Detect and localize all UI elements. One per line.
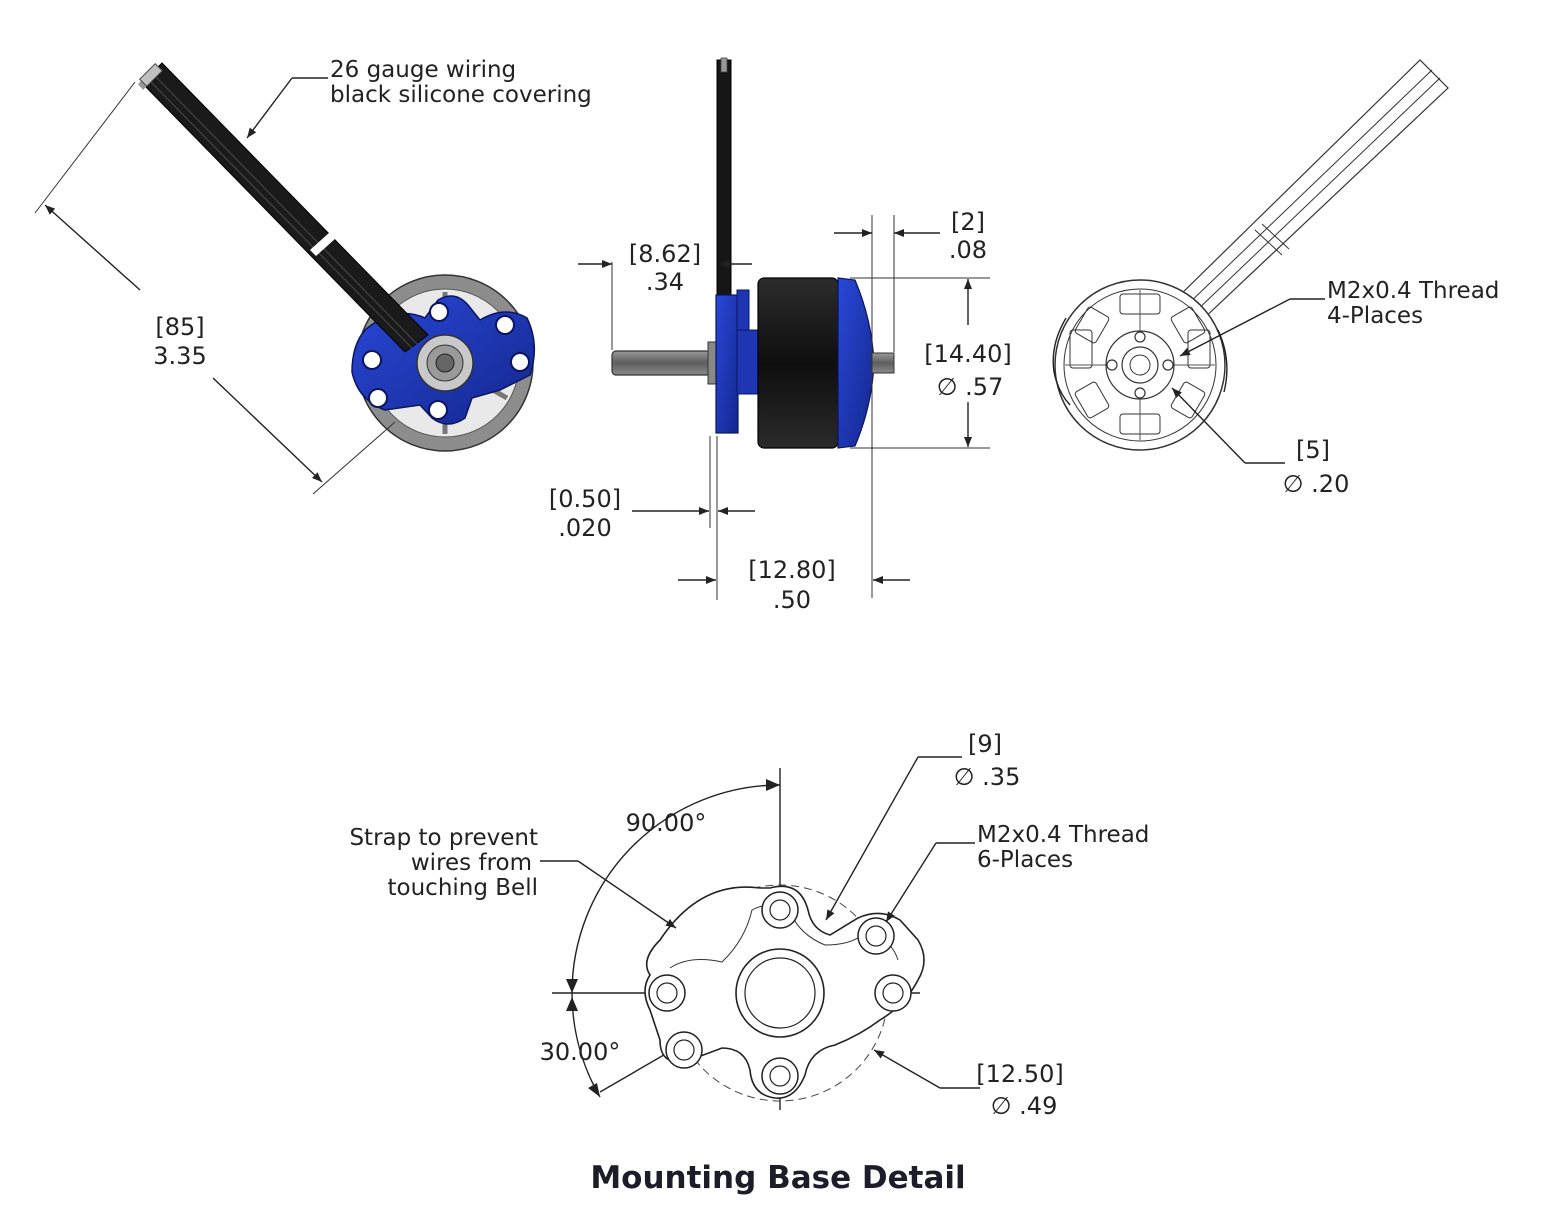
right-side-lobe (1052, 317, 1071, 406)
ext-line-bottom (312, 421, 396, 495)
shaft-right (871, 352, 895, 374)
right-thread-holes (1106, 331, 1174, 399)
center-boss-inner (744, 957, 816, 1029)
strap-line2: wires from (411, 850, 532, 876)
wire-bundle (138, 62, 429, 353)
detail-caption: Mounting Base Detail (590, 1160, 965, 1196)
angle-90-arrow-top (766, 779, 780, 791)
dim-1280-mm: [12.80] (748, 556, 835, 584)
thread-4-line1: M2x0.4 Thread (1327, 278, 1499, 304)
thread-6-line2: 6-Places (977, 847, 1073, 873)
thread-6-line1: M2x0.4 Thread (977, 822, 1149, 848)
dim-85-mm: [85] (155, 313, 204, 341)
dim-862-mm: [8.62] (629, 240, 701, 268)
center-boss (735, 948, 825, 1038)
dim-1440-in: ∅ .57 (937, 373, 1004, 401)
base-holes (362, 302, 530, 420)
dim-2-in: .08 (949, 236, 987, 264)
angle-30-arrow-bottom (588, 1083, 600, 1097)
side-wire-tip (720, 57, 728, 73)
wire-note-line2: black silicone covering (330, 82, 592, 108)
side-mount-boss (736, 329, 760, 395)
bolt-circle-in: ∅ .49 (991, 1092, 1058, 1120)
boss-in: ∅ .35 (954, 763, 1021, 791)
shaft-end (435, 353, 455, 373)
shaft-left (611, 350, 711, 376)
dim-2-mm: [2] (951, 208, 985, 236)
strap-leader (577, 860, 677, 929)
right-spokes (1065, 290, 1215, 440)
thread-4-line2: 4-Places (1327, 303, 1423, 329)
dim-85-in: 3.35 (153, 342, 206, 370)
side-view: [8.62] .34 [2] .08 [14.40] ∅ .57 [0.50] … (549, 57, 1012, 614)
right-bell-inner (1063, 288, 1217, 442)
angle-90-label: 90.00° (626, 809, 707, 837)
hole-mm: [5] (1296, 436, 1330, 464)
side-mount-flange (715, 294, 739, 434)
mounting-base-detail: 90.00° 30.00° Strap to prevent wires fro… (349, 730, 1149, 1196)
angle-30-arrow-top (566, 997, 578, 1011)
top-left-view: [85] 3.35 26 gauge wiring black silicone… (34, 57, 592, 495)
bolt-circle-mm: [12.50] (976, 1060, 1063, 1088)
mount-holes (648, 891, 912, 1095)
strap-line3: touching Bell (388, 875, 538, 901)
dim-050-in: .020 (558, 514, 611, 542)
dim-1280-in: .50 (773, 586, 811, 614)
wire-note-leader (246, 77, 293, 139)
angle-90-arrow-left (566, 979, 578, 993)
thread-leader (1179, 298, 1291, 357)
bc-leader (873, 1049, 941, 1089)
dim-1440-mm: [14.40] (924, 340, 1011, 368)
boss-leader (825, 756, 919, 921)
thread6-leader (885, 842, 937, 923)
angle-90-arc (571, 784, 781, 994)
motor-body (757, 277, 839, 449)
angle-30-label: 30.00° (540, 1038, 621, 1066)
dim-862-in: .34 (646, 268, 684, 296)
wire-note-line1: 26 gauge wiring (330, 57, 516, 83)
strap-line1: Strap to prevent (349, 825, 538, 851)
hole-leader (1171, 387, 1246, 464)
dim-85-arrow-bottom (212, 377, 323, 483)
right-shaft (1129, 354, 1151, 376)
top-right-view: M2x0.4 Thread 4-Places [5] ∅ .20 (1052, 59, 1499, 498)
ext-line-top (34, 81, 136, 214)
dim-050-mm: [0.50] (549, 485, 621, 513)
motor-bell-end (837, 277, 875, 449)
dim-85-arrow-top (44, 204, 141, 291)
boss-mm: [9] (968, 730, 1002, 758)
hole-in: ∅ .20 (1283, 470, 1350, 498)
